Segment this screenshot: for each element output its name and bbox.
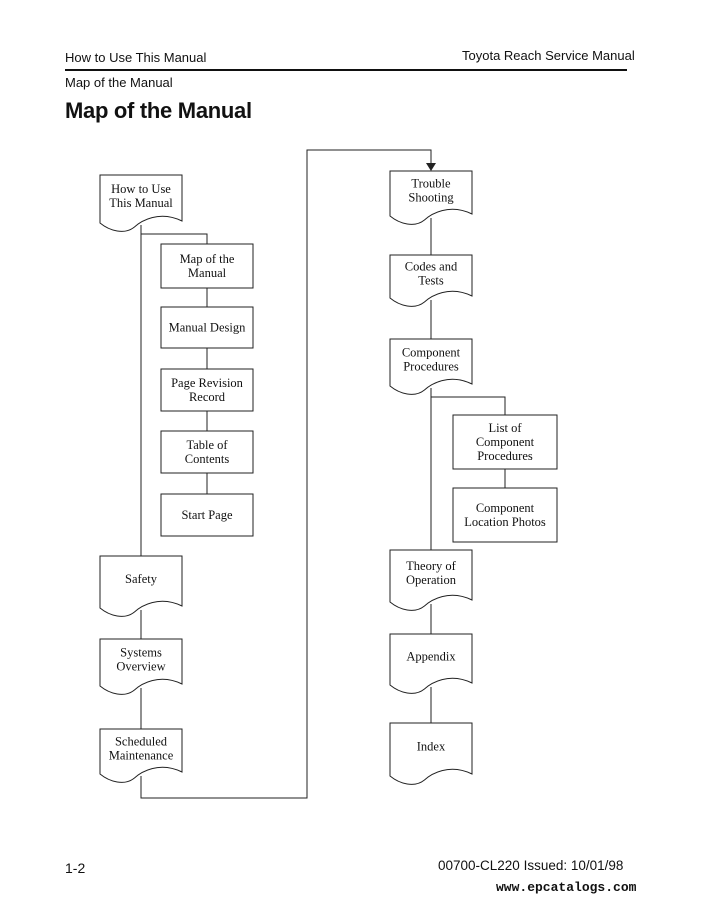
box-label-line: Contents (185, 452, 230, 466)
box-label-line: Manual Design (169, 321, 246, 335)
box-outline (389, 254, 473, 307)
box-manual-design: Manual Design (160, 306, 254, 349)
box-outline (160, 430, 254, 474)
box-label-line: Table of (186, 438, 228, 452)
box-outline (99, 174, 183, 232)
box-label-line: Tests (418, 274, 444, 288)
box-start-page: Start Page (160, 493, 254, 537)
box-label-line: Trouble (411, 177, 451, 191)
box-label-line: Start Page (181, 508, 232, 522)
box-label-line: How to Use (111, 182, 171, 196)
box-outline (389, 722, 473, 785)
header-right: Toyota Reach Service Manual (462, 48, 635, 63)
box-label-line: Record (189, 390, 226, 404)
box-label-line: Page Revision (171, 376, 244, 390)
box-outline (389, 633, 473, 694)
box-label-line: Component (402, 346, 461, 360)
box-outline (452, 487, 558, 543)
box-outline (160, 493, 254, 537)
box-label-line: Appendix (406, 650, 456, 664)
connector-lines (140, 149, 506, 799)
footer-page-number: 1-2 (65, 860, 86, 876)
box-label-line: Procedures (477, 449, 533, 463)
box-index: Index (389, 722, 473, 785)
header-left: How to Use This Manual (65, 50, 207, 65)
box-label-line: This Manual (109, 196, 173, 210)
page-title: Map of the Manual (65, 98, 252, 123)
box-outline (160, 368, 254, 412)
box-label-line: Location Photos (464, 515, 546, 529)
box-label-line: Index (417, 740, 446, 754)
box-label-line: Overview (116, 660, 165, 674)
box-label-line: Systems (120, 646, 162, 660)
arrow-head-icon (426, 163, 436, 171)
box-outline (99, 555, 183, 617)
header-rule (65, 69, 627, 71)
box-label-line: Component (476, 435, 535, 449)
footer-doc-id: 00700-CL220 Issued: 10/01/98 (438, 858, 624, 873)
box-safety: Safety (99, 555, 183, 617)
box-label-line: Procedures (403, 360, 459, 374)
header-subtitle: Map of the Manual (65, 75, 173, 90)
box-outline (389, 170, 473, 225)
box-appendix: Appendix (389, 633, 473, 694)
box-outline (160, 306, 254, 349)
box-outline (389, 549, 473, 611)
box-label-line: Safety (125, 572, 158, 586)
box-label-line: Maintenance (109, 749, 174, 763)
footer-website[interactable]: www.epcatalogs.com (496, 880, 637, 895)
box-label-line: Map of the (180, 252, 235, 266)
box-label-line: Component (476, 501, 535, 515)
box-label-line: List of (489, 421, 523, 435)
box-label-line: Operation (406, 573, 457, 587)
box-outline (99, 728, 183, 783)
box-label-line: Scheduled (115, 735, 168, 749)
box-outline (160, 243, 254, 289)
box-outline (389, 338, 473, 395)
box-outline (99, 638, 183, 695)
box-outline (452, 414, 558, 470)
box-label-line: Manual (188, 266, 227, 280)
box-label-line: Codes and (405, 260, 458, 274)
box-label-line: Shooting (408, 191, 454, 205)
box-label-line: Theory of (406, 559, 456, 573)
